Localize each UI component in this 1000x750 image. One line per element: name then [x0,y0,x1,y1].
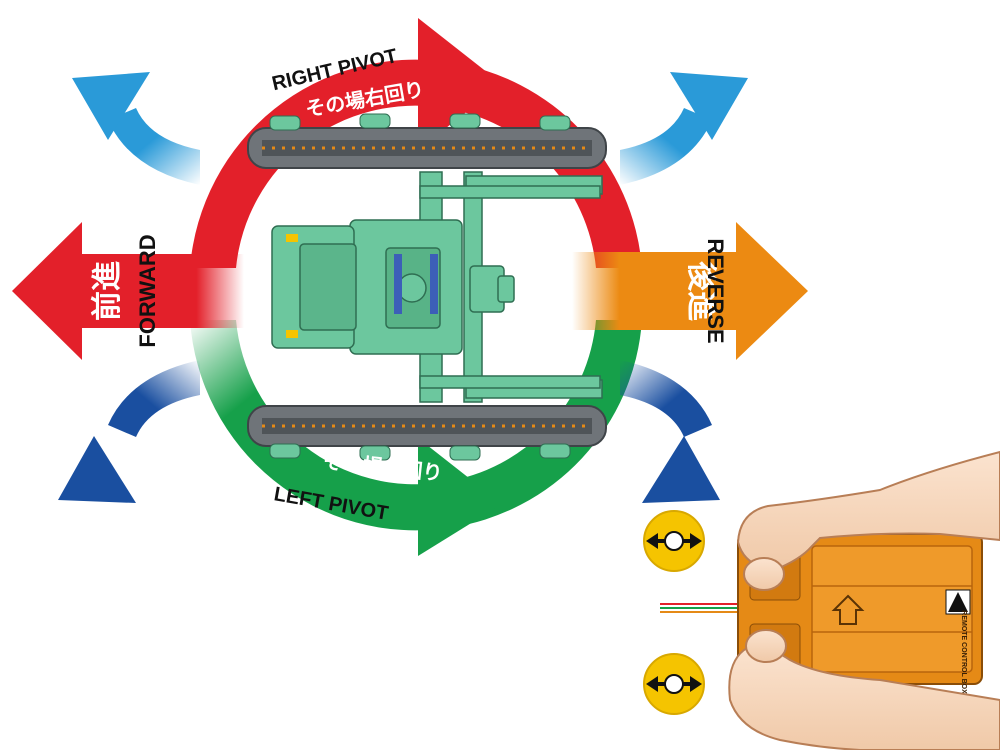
reverse-arrow [572,222,808,360]
forward-label: FORWARD [135,234,160,347]
hand [728,629,1000,750]
left-pivot-arrow [190,320,642,556]
two-way-switch-icon [643,510,705,572]
reverse-jp-label: 後進 [683,261,718,321]
reverse-label: REVERSE [703,238,728,343]
top-track [247,113,607,169]
lower-left-arrow [58,360,200,503]
bottom-track [247,405,607,461]
forward-arrow [12,222,244,360]
hand [736,450,1000,591]
two-way-switch-icon [643,653,705,715]
right-pivot-arrow [190,18,642,269]
controller-badge: REMOTE CONTROL BOX [960,610,967,694]
lower-right-arrow [620,360,720,503]
forward-jp-label: 前進 [90,261,125,321]
upper-right-arrow [620,72,748,185]
tank-vehicle [247,113,607,461]
tamiya-logo [945,589,971,615]
remote-control-box: REMOTE CONTROL BOX [660,533,983,694]
upper-left-arrow [72,72,200,185]
